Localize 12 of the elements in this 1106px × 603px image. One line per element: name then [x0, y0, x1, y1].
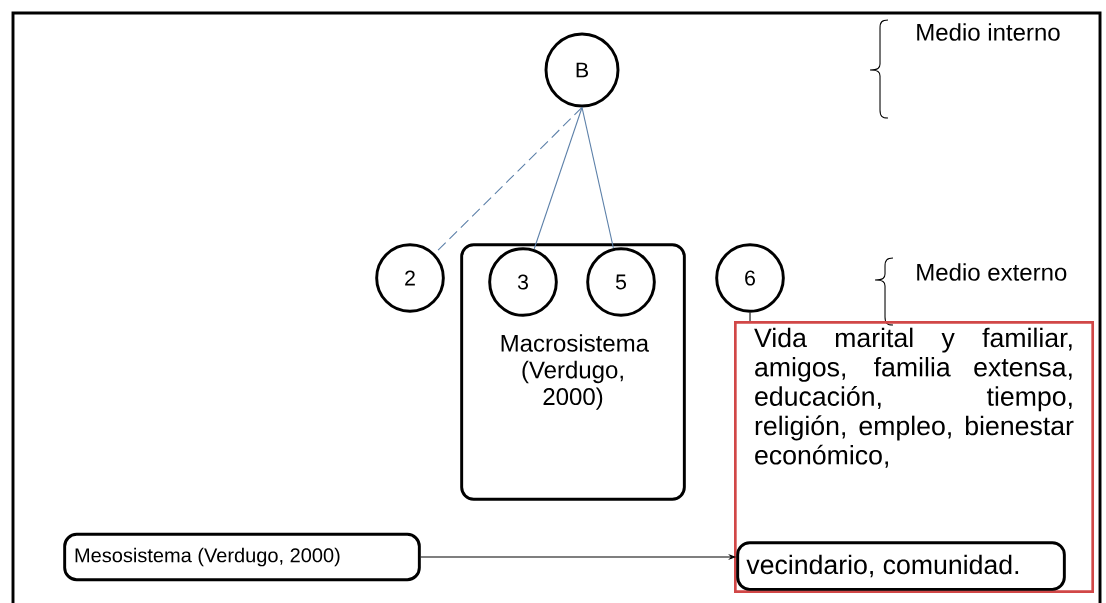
circle-node: 5: [586, 247, 656, 317]
rounded-box: vecindario, comunidad.: [736, 541, 1066, 591]
circle-node: B: [544, 32, 620, 108]
circle-node: 2: [375, 243, 445, 313]
connector: [533, 106, 583, 250]
circle-node: 6: [715, 243, 785, 313]
connector: [749, 312, 751, 322]
side-label: Medio interno: [917, 23, 1060, 41]
connector: [581, 106, 614, 249]
rounded-box: Mesosistema (Verdugo, 2000): [63, 532, 421, 582]
side-label: Medio externo: [917, 263, 1067, 281]
circle-node: 3: [488, 247, 558, 317]
